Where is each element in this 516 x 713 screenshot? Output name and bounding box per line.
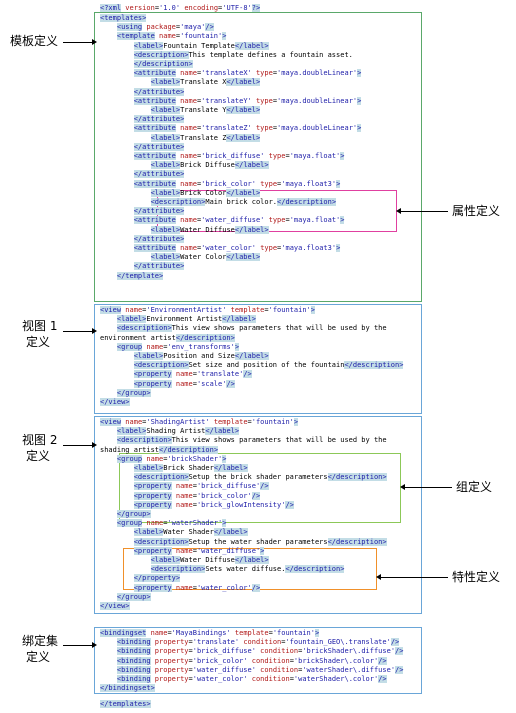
view2-code-line: <label>Shading Artist</label> xyxy=(116,427,240,436)
view1-code-line: <label>Environment Artist</label> xyxy=(116,315,256,324)
view2-code-line: <description>Setup the water shader para… xyxy=(133,537,387,546)
view2-code-line: </group> xyxy=(116,592,151,601)
arrowhead-view2 xyxy=(92,442,97,448)
view1-code-line: <property name='scale'/> xyxy=(133,379,235,388)
template-code-line: </attribute> xyxy=(133,207,185,216)
template-code-line: </attribute> xyxy=(133,142,185,151)
view2-code-line: </group> xyxy=(116,510,151,518)
template-code-line: <label>Translate Y</label> xyxy=(150,106,261,114)
view2-code-line: <description>Setup the brick shader para… xyxy=(133,473,387,482)
template-code-line: <attribute name='translateX' type='maya.… xyxy=(133,69,362,78)
property-definition-highlight xyxy=(123,548,377,590)
template-code-line: </attribute> xyxy=(133,234,185,243)
template-code-line: <label>Translate Z</label> xyxy=(150,133,261,142)
arrow-view1 xyxy=(63,331,95,332)
arrowhead-property xyxy=(376,574,381,580)
template-code-line: <description>Main brick color.</descript… xyxy=(150,198,337,206)
view2-frame xyxy=(94,416,422,614)
arrowhead-template xyxy=(92,39,97,45)
view2-code-line: <group name='waterShader'> xyxy=(116,519,227,528)
label-bindingset-line1: 绑定集 xyxy=(22,634,59,648)
view1-code-line: <view name='EnvironmentArtist' template=… xyxy=(100,306,315,314)
view1-code-line: <label>Position and Size</label> xyxy=(133,352,269,360)
template-code-line: <label>Translate X</label> xyxy=(150,78,261,87)
label-property-definition: 特性定义 xyxy=(452,570,501,584)
template-code-line: <description>This template defines a fou… xyxy=(133,50,353,59)
binding-code-line: <binding property='brick_color' conditio… xyxy=(116,656,387,665)
label-attribute-definition: 属性定义 xyxy=(452,204,501,218)
template-definition-frame xyxy=(94,12,422,302)
binding-code-line: <binding property='translate' condition=… xyxy=(116,638,400,647)
xml-decl-line: <?xml version='1.0' encoding='UTF-8'?> xyxy=(100,4,261,12)
view1-code-line: <property name='translate'/> xyxy=(133,370,252,379)
view1-code-line: <group name='env_transforms'> xyxy=(116,342,240,351)
template-code-line: <label>Brick Diffuse</label> xyxy=(150,161,269,170)
template-code-line: <using package='maya'/> xyxy=(116,23,214,32)
view2-code-line: <property name='brick_diffuse'/> xyxy=(133,482,269,491)
template-code-line: <label>Brick Color</label> xyxy=(150,188,261,197)
arrow-attribute xyxy=(400,211,448,212)
arrowhead-view1 xyxy=(92,328,97,334)
arrowhead-bindingset xyxy=(92,642,97,648)
view2-code-line: </view> xyxy=(100,602,130,610)
template-code-line: </attribute> xyxy=(133,262,185,271)
arrow-template xyxy=(63,42,95,43)
binding-code-line: <binding property='water_color' conditio… xyxy=(116,675,387,683)
label-group-definition: 组定义 xyxy=(456,480,493,494)
template-code-line: <attribute name='translateY' type='maya.… xyxy=(133,96,362,105)
view2-code-line: <property name='brick_color'/> xyxy=(133,491,261,500)
view2-code-line: </property> xyxy=(133,574,181,583)
template-code-line: <label>Fountain Template</label> xyxy=(133,41,269,50)
template-code-line: </description> xyxy=(133,60,193,68)
binding-code-line: <binding property='water_diffuse' condit… xyxy=(116,665,404,674)
arrowhead-attribute xyxy=(396,208,401,214)
view2-code-line: <label>Brick Shader</label> xyxy=(133,464,248,472)
bindingset-frame xyxy=(94,627,422,694)
view2-code-line: <label>Water Diffuse</label> xyxy=(150,556,269,564)
view2-code-line: shading artist</description> xyxy=(100,445,219,454)
binding-code-line: </bindingset> xyxy=(100,684,155,693)
arrowhead-group xyxy=(400,484,405,490)
template-code-line: <label>Water Diffuse</label> xyxy=(150,225,269,234)
label-view1-line2: 定义 xyxy=(26,335,51,349)
template-code-line: <attribute name='brick_diffuse' type='ma… xyxy=(133,152,345,160)
template-code-line: <template name='fountain'> xyxy=(116,32,227,41)
arrow-group xyxy=(404,487,452,488)
view2-code-line: <view name='ShadingArtist' template='fou… xyxy=(100,418,299,426)
template-code-line: <attribute name='brick_color' type='maya… xyxy=(133,179,341,188)
view1-frame xyxy=(94,304,422,414)
label-view2-line2: 定义 xyxy=(26,449,51,463)
template-code-line: <attribute name='water_color' type='maya… xyxy=(133,244,341,252)
binding-code-line: <binding property='brick_diffuse' condit… xyxy=(116,647,404,656)
label-view1-line1: 视图 1 xyxy=(22,319,58,333)
template-code-line: </template> xyxy=(116,271,164,280)
template-code-line: </attribute> xyxy=(133,115,185,124)
view2-code-line: <property name='brick_glowIntensity'/> xyxy=(133,500,294,509)
view2-code-line: <property name='water_color'/> xyxy=(133,583,261,592)
template-code-line: <attribute name='water_diffuse' type='ma… xyxy=(133,216,345,225)
view2-code-line: <property name='water_diffuse'> xyxy=(133,546,265,555)
binding-code-line: <bindingset name='MayaBindings' template… xyxy=(100,629,320,637)
view1-code-line: <description>Set size and position of th… xyxy=(133,361,404,370)
label-view2-line1: 视图 2 xyxy=(22,433,58,447)
view1-code-line: </group> xyxy=(116,388,151,397)
label-template-definition: 模板定义 xyxy=(10,34,59,48)
view1-code-line: environment artist</description> xyxy=(100,333,235,342)
template-code-line: <attribute name='translateZ' type='maya.… xyxy=(133,124,362,133)
arrow-bindingset xyxy=(63,645,95,646)
view2-code-line: <description>Sets water diffuse.</descri… xyxy=(150,565,345,574)
template-code-line: </attribute> xyxy=(133,170,185,179)
view1-code-line: </view> xyxy=(100,398,130,406)
view2-code-line: <label>Water Shader</label> xyxy=(133,528,248,537)
closing-tag-line: </templates> xyxy=(100,700,151,708)
template-code-line: <templates> xyxy=(100,14,147,22)
template-code-line: <label>Water Color</label> xyxy=(150,253,261,262)
view2-code-line: <group name='brickShader'> xyxy=(116,454,227,463)
view2-code-line: <description>This view shows parameters … xyxy=(116,436,387,445)
view1-code-line: <description>This view shows parameters … xyxy=(116,324,387,333)
arrow-property xyxy=(380,577,448,578)
label-bindingset-line2: 定义 xyxy=(26,650,51,664)
arrow-view2 xyxy=(63,445,95,446)
template-code-line: </attribute> xyxy=(133,87,185,96)
